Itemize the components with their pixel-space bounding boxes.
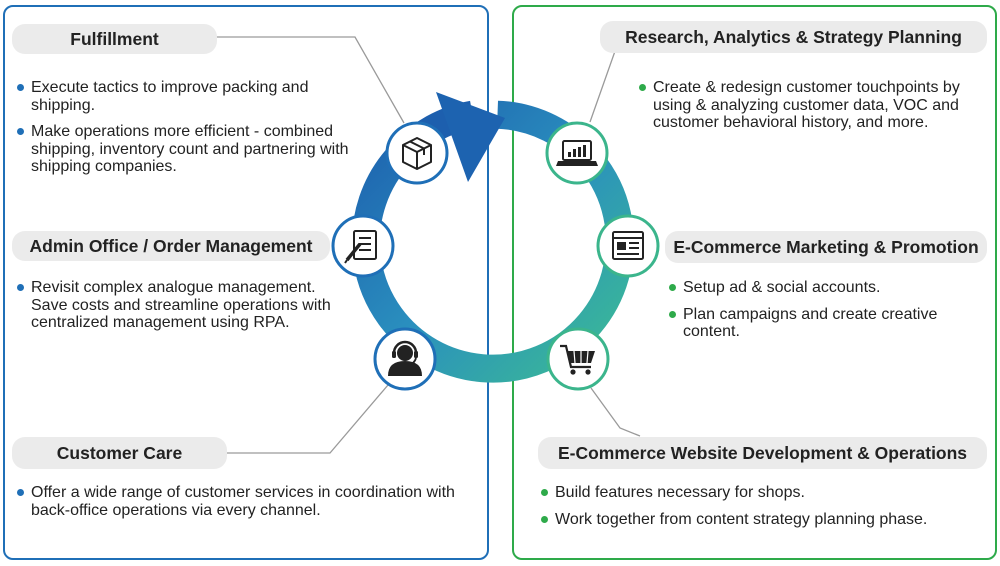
website-bullets: Build features necessary for shops. Work… [538, 484, 988, 528]
website-bullet: Build features necessary for shops. [538, 484, 988, 502]
marketing-bullet: Setup ad & social accounts. [666, 279, 992, 297]
box-icon [385, 121, 449, 185]
headset-agent-icon [373, 327, 437, 391]
fulfillment-title: Fulfillment [12, 24, 217, 54]
admin-bullet: Revisit complex analogue management. Sav… [14, 279, 350, 332]
webpage-icon [596, 214, 660, 278]
document-pen-icon [331, 214, 395, 278]
customer-care-title: Customer Care [12, 437, 227, 469]
shopping-cart-icon [546, 327, 610, 391]
marketing-bullet: Plan campaigns and create creative conte… [666, 306, 992, 341]
fulfillment-bullets: Execute tactics to improve packing and s… [14, 79, 349, 176]
fulfillment-bullet: Execute tactics to improve packing and s… [14, 79, 349, 114]
marketing-bullets: Setup ad & social accounts. Plan campaig… [666, 279, 992, 341]
admin-bullets: Revisit complex analogue management. Sav… [14, 279, 350, 332]
research-bullets: Create & redesign customer touchpoints b… [636, 79, 992, 132]
website-bullet: Work together from content strategy plan… [538, 511, 988, 529]
website-title: E-Commerce Website Development & Operati… [538, 437, 987, 469]
laptop-chart-icon [545, 121, 609, 185]
customer-care-bullets: Offer a wide range of customer services … [14, 484, 466, 519]
admin-title: Admin Office / Order Management [12, 231, 330, 261]
research-title: Research, Analytics & Strategy Planning [600, 21, 987, 53]
research-bullet: Create & redesign customer touchpoints b… [636, 79, 992, 132]
customer-care-bullet: Offer a wide range of customer services … [14, 484, 466, 519]
marketing-title: E-Commerce Marketing & Promotion [665, 231, 987, 263]
fulfillment-bullet: Make operations more efficient - combine… [14, 123, 349, 176]
